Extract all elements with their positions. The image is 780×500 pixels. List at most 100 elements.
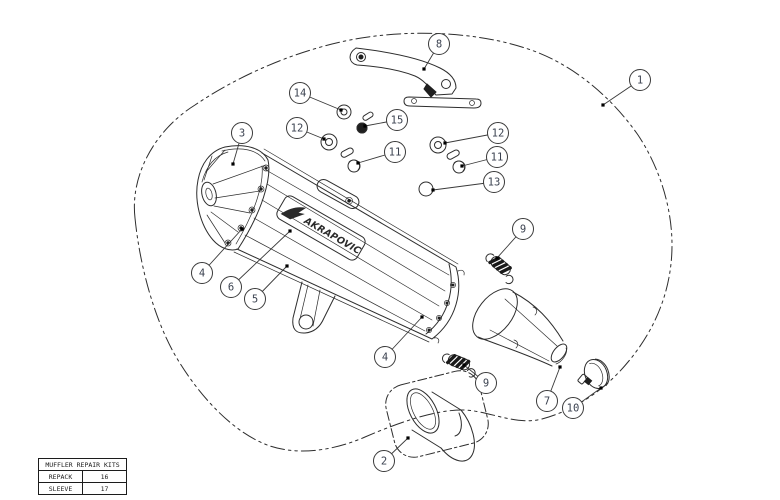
callout-11: 11: [356, 141, 406, 165]
callout-circle: [512, 218, 534, 240]
callout-circle: [562, 397, 584, 419]
leader-dot: [288, 229, 292, 233]
sleeve-detail-outline: [385, 370, 489, 458]
callout-circle: [384, 141, 406, 163]
leader-dot: [495, 256, 499, 260]
callout-circle: [486, 146, 508, 168]
assembly-boundary-outline: [133, 32, 673, 452]
callout-circle: [289, 82, 311, 104]
callout-circle: [220, 276, 242, 298]
callout-number: 15: [391, 115, 404, 127]
callout-3: 3: [231, 122, 253, 166]
callout-number: 11: [389, 147, 402, 159]
callout-number: 2: [381, 456, 387, 468]
callout-circle: [483, 171, 505, 193]
kit-label: REPACK: [38, 470, 83, 483]
callout-9: 9: [462, 363, 497, 394]
callout-circle: [487, 122, 509, 144]
callout-9: 9: [495, 218, 534, 260]
leader-dot: [443, 141, 447, 145]
bracket-mount-plate: [403, 96, 482, 109]
callout-4: 4: [191, 227, 244, 284]
callout-12: 12: [286, 117, 326, 141]
body-top-tab: [316, 179, 360, 209]
callout-4: 4: [374, 315, 424, 368]
table-row: SLEEVE 17: [38, 482, 127, 495]
callout-circle: [286, 117, 308, 139]
akrapovic-wing-icon: [280, 207, 307, 220]
callout-5: 5: [244, 264, 289, 310]
leader-dot: [322, 137, 326, 141]
callout-1: 1: [601, 69, 651, 107]
callout-8: 8: [422, 33, 450, 71]
spring-upper: [485, 253, 514, 285]
callout-number: 3: [239, 128, 245, 140]
brand-badge: AKRAPOVIC: [276, 195, 366, 261]
leader-dot: [339, 108, 343, 112]
callout-number: 6: [228, 282, 234, 294]
callout-14: 14: [289, 82, 343, 112]
callout-2: 2: [373, 436, 410, 472]
leader-dot: [231, 162, 235, 166]
spring-lower: [441, 353, 476, 378]
callout-11: 11: [460, 146, 508, 168]
callout-number: 7: [544, 396, 550, 408]
leader-dot: [599, 386, 603, 390]
callout-10: 10: [562, 386, 603, 419]
leader-dot: [431, 188, 435, 192]
callout-number: 10: [567, 403, 580, 415]
callout-circle: [374, 346, 396, 368]
kit-number: 16: [82, 470, 127, 483]
link-pipe: [472, 288, 568, 367]
leader-dot: [601, 103, 605, 107]
leader-dot: [356, 161, 360, 165]
clamp: [577, 358, 610, 390]
callout-number: 14: [294, 88, 307, 100]
callout-number: 1: [637, 75, 643, 87]
callout-number: 4: [199, 268, 205, 280]
washer-12-right: [429, 136, 447, 154]
callout-circle: [629, 69, 651, 91]
callout-number: 5: [252, 294, 258, 306]
end-ring-rivets: [426, 282, 456, 333]
callout-number: 4: [382, 352, 388, 364]
bolt-11-right: [446, 149, 466, 174]
callout-circle: [244, 288, 266, 310]
bolt-11-left: [340, 147, 361, 173]
callout-circle: [475, 372, 497, 394]
washer-14: [336, 104, 352, 120]
leader-dot: [406, 436, 410, 440]
sleeve-part: [406, 388, 475, 462]
leader-dot: [363, 124, 367, 128]
callout-15: 15: [363, 109, 408, 131]
leader-dot: [460, 164, 464, 168]
muffler-end-cap: [196, 145, 270, 251]
callout-number: 12: [291, 123, 304, 135]
table-row: REPACK 16: [38, 470, 127, 483]
repair-kits-title: MUFFLER REPAIR KITS: [38, 458, 127, 471]
leader-dot: [422, 67, 426, 71]
callout-circle: [373, 450, 395, 472]
leader-dot: [240, 227, 244, 231]
leader-dot: [462, 363, 466, 367]
callout-13: 13: [431, 171, 505, 193]
callout-circle: [191, 262, 213, 284]
body-strap-bracket: [292, 281, 336, 334]
callout-number: 13: [488, 177, 501, 189]
leader-dot: [558, 365, 562, 369]
kit-label: SLEEVE: [38, 482, 83, 495]
callout-12: 12: [443, 122, 509, 145]
callout-circle: [536, 390, 558, 412]
repair-kits-table: MUFFLER REPAIR KITS REPACK 16 SLEEVE 17: [38, 458, 127, 495]
callout-circle: [428, 33, 450, 55]
callout-number: 12: [492, 128, 505, 140]
callout-6: 6: [220, 229, 292, 298]
kit-number: 17: [82, 482, 127, 495]
carrier-bracket: [349, 47, 482, 109]
callout-number: 9: [483, 378, 489, 390]
washer-12-left: [320, 133, 338, 151]
callout-number: 11: [491, 152, 504, 164]
leader-dot: [420, 315, 424, 319]
